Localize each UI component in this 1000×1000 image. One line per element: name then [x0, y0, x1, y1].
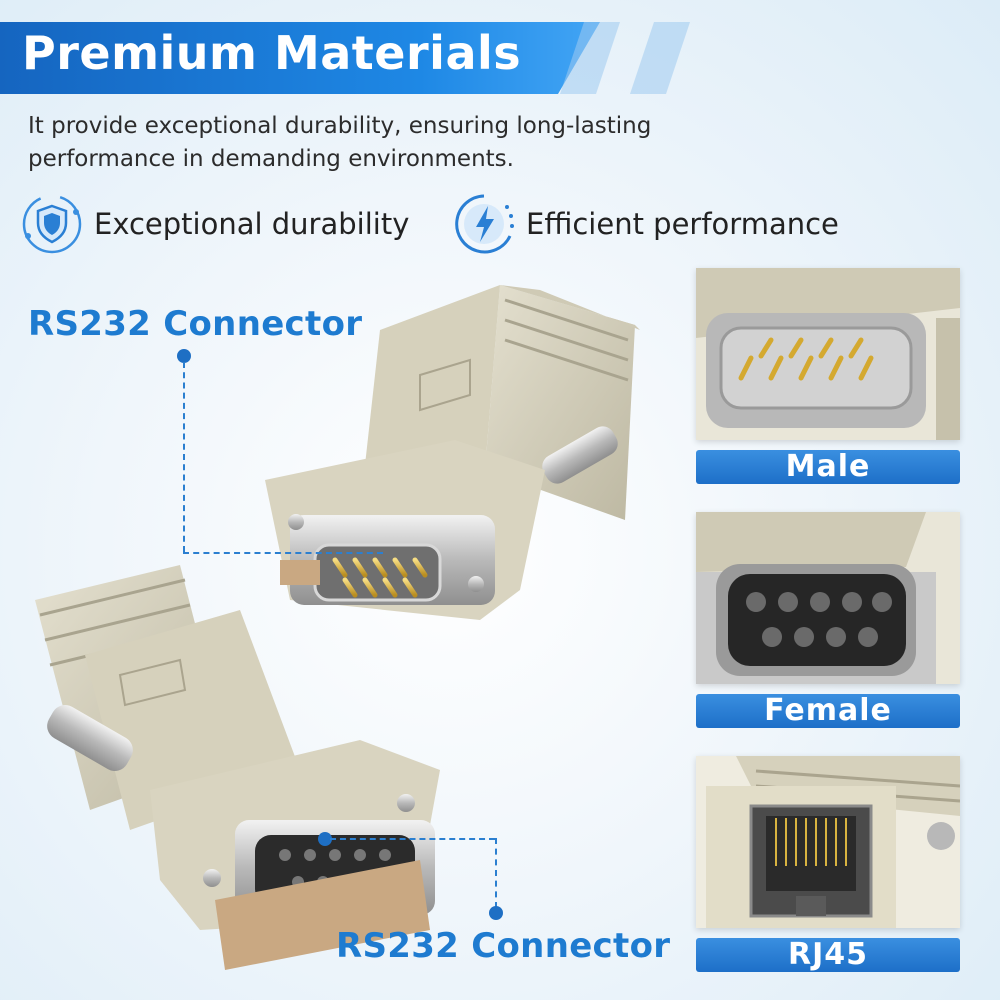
male-adapter [265, 285, 640, 620]
product-illustration [35, 285, 640, 970]
page-title: Premium Materials [22, 26, 522, 80]
lightning-icon [455, 194, 514, 254]
panel-label-female: Female [696, 694, 960, 728]
feature-label: Exceptional durability [94, 207, 410, 241]
panel-label-male: Male [696, 450, 960, 484]
description-text: It provide exceptional durability, ensur… [28, 113, 652, 172]
title-banner [0, 22, 600, 94]
feature-performance: Efficient performance [452, 192, 839, 256]
panel-female-image [696, 512, 960, 684]
callout-line [183, 552, 383, 554]
callout-rs232-top: RS232 Connector [28, 304, 363, 344]
panel-label-rj45: RJ45 [696, 938, 960, 972]
panel-rj45-image [696, 756, 960, 928]
female-adapter [35, 565, 440, 970]
callout-dot [489, 906, 503, 920]
feature-label: Efficient performance [526, 207, 839, 241]
callout-line [495, 838, 497, 908]
shield-icon [22, 194, 82, 254]
callout-line [183, 362, 185, 552]
callout-dot [177, 349, 191, 363]
callout-line [330, 838, 495, 840]
panel-male-image [696, 268, 960, 440]
callout-rs232-bottom: RS232 Connector [336, 926, 671, 966]
callout-dot [318, 832, 332, 846]
feature-durability: Exceptional durability [20, 192, 409, 256]
